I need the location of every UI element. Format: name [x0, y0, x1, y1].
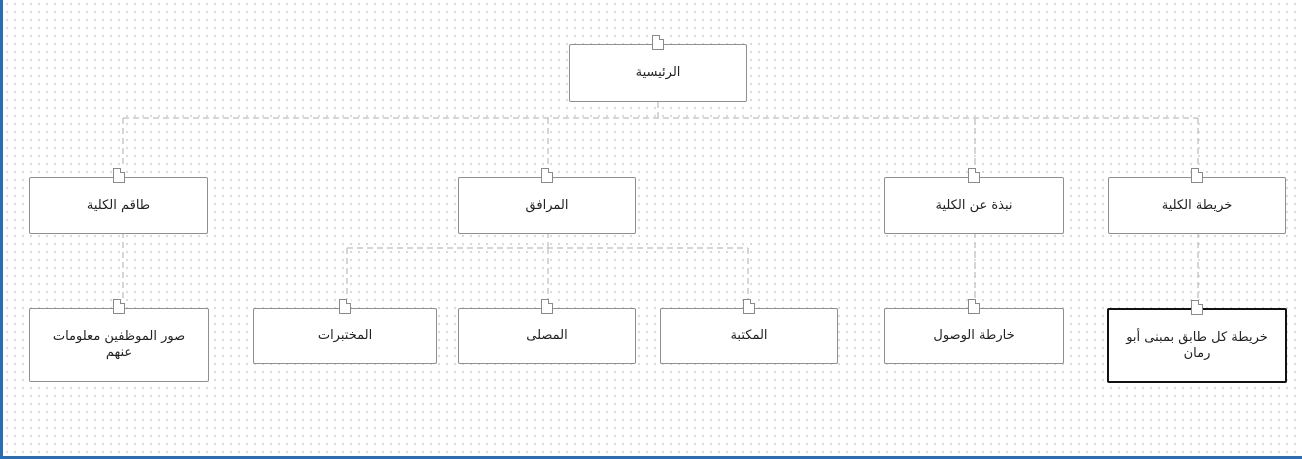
node-library[interactable]: المكتبة [660, 299, 838, 364]
node-label: المصلى [526, 328, 568, 343]
page-icon [113, 299, 125, 314]
page-icon [339, 299, 351, 314]
page-icon [968, 299, 980, 314]
node-label: خريطة الكلية [1161, 197, 1233, 213]
node-prayer-room[interactable]: المصلى [458, 299, 636, 364]
node-home[interactable]: الرئيسية [569, 35, 747, 102]
node-access-map[interactable]: خارطة الوصول [884, 299, 1064, 364]
node-laboratories[interactable]: المختبرات [253, 299, 437, 364]
node-label: نبذة عن الكلية [935, 197, 1013, 213]
node-about-college[interactable]: نبذة عن الكلية [884, 168, 1064, 234]
node-label: طاقم الكلية [86, 197, 151, 213]
connector-lines [122, 102, 1199, 300]
page-icon [541, 168, 553, 183]
node-facilities[interactable]: المرافق [458, 168, 636, 234]
page-icon [652, 35, 664, 50]
connector-root-to-level1 [122, 102, 1199, 170]
page-icon [112, 168, 125, 183]
page-icon [968, 168, 980, 183]
node-college-map[interactable]: خريطة الكلية [1108, 168, 1286, 234]
page-icon [1191, 300, 1203, 315]
node-label: المكتبة [730, 328, 768, 343]
node-label: صور الموظفين معلومات عنهم [52, 329, 186, 360]
page-icon [1191, 168, 1203, 183]
node-floor-maps[interactable]: خريطة كل طابق بمبنى أبو رمان [1107, 300, 1287, 383]
connector-facilities-to-children [346, 232, 749, 300]
node-label: الرئيسية [635, 65, 681, 80]
node-college-staff[interactable]: طاقم الكلية [29, 168, 208, 234]
node-label: المختبرات [317, 328, 373, 343]
page-icon [541, 299, 553, 314]
page-icon [743, 299, 755, 314]
node-label: خارطة الوصول [933, 328, 1015, 343]
node-label: خريطة كل طابق بمبنى أبو رمان [1126, 329, 1268, 361]
node-staff-photos[interactable]: صور الموظفين معلومات عنهم [29, 299, 209, 382]
node-label: المرافق [525, 197, 569, 213]
